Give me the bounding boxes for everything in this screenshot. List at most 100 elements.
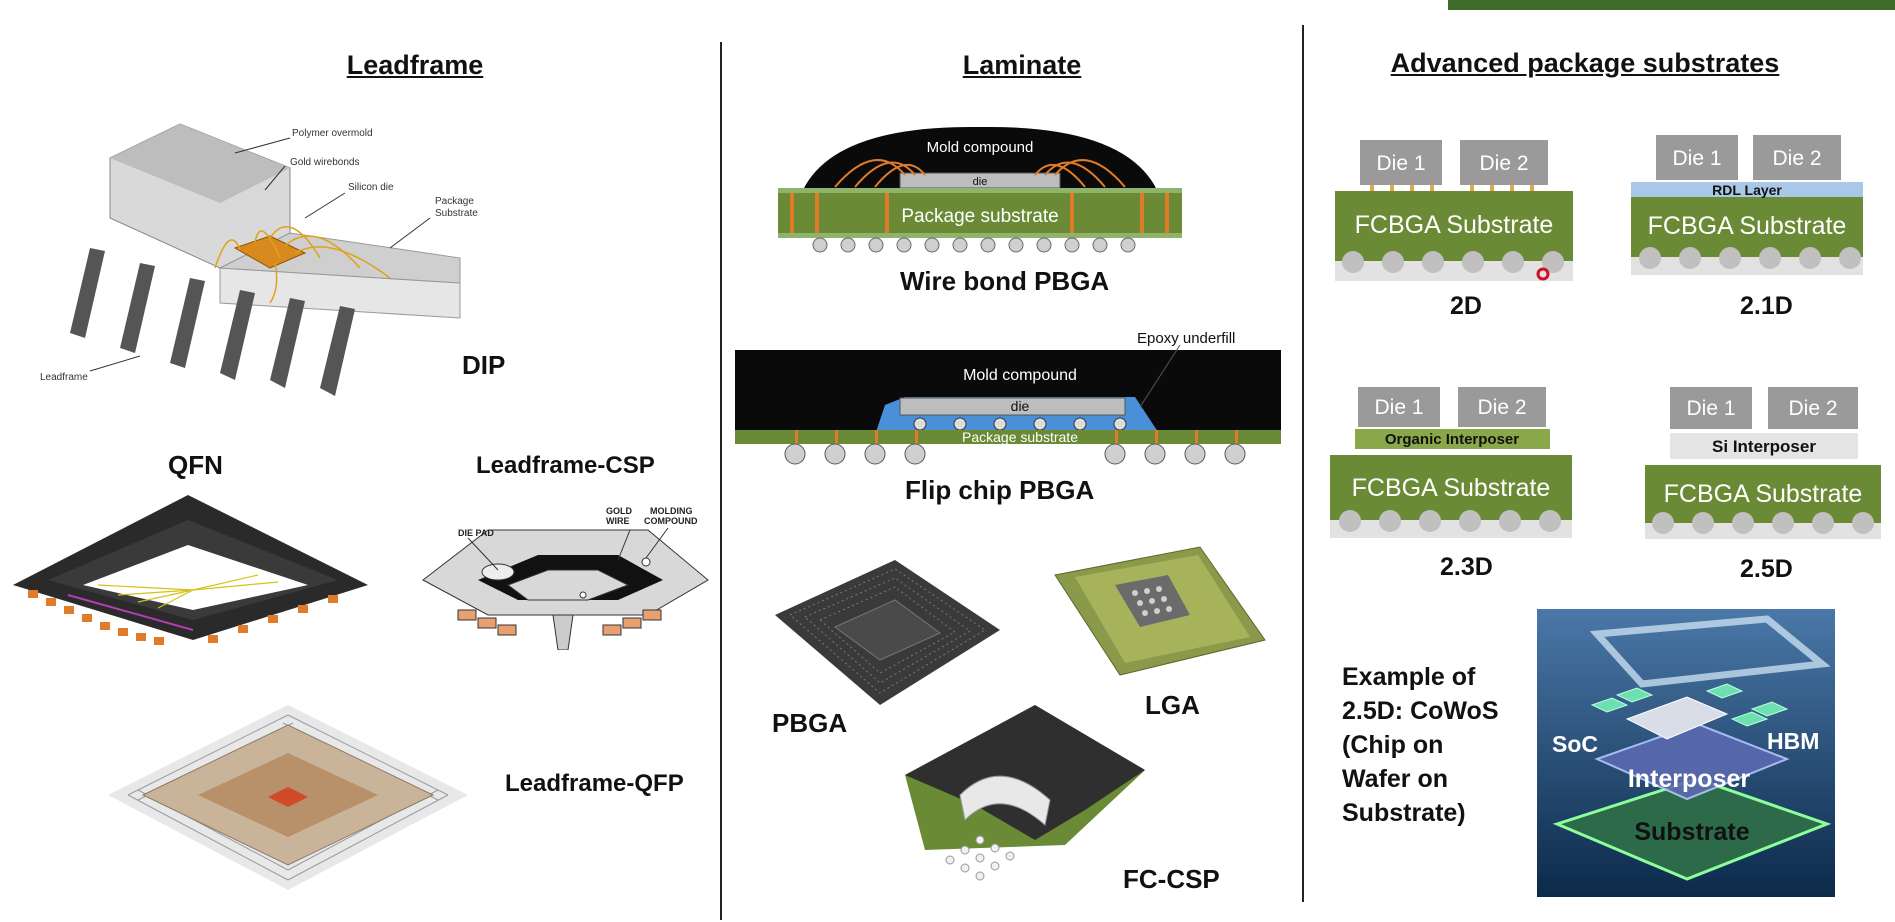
dip-callout-leadframe: Leadframe [40, 372, 88, 383]
adv-25d-si-label: Si Interposer [1712, 437, 1816, 456]
label-dip: DIP [462, 350, 506, 380]
wb-substrate-top [778, 188, 1182, 193]
dip-callout-package: Package [435, 196, 474, 207]
qfn-pad-edge [67, 594, 194, 631]
dip-callout-line [89, 355, 141, 372]
label-wirebond-pbga: Wire bond PBGA [900, 266, 1110, 296]
example-line: Wafer on [1342, 765, 1449, 793]
cowos-substrate-layer [1552, 777, 1832, 881]
adv-2d-die2 [1460, 140, 1548, 185]
example-line: Example of [1342, 663, 1476, 691]
label-lga: LGA [1145, 690, 1200, 720]
adv-23d-die2-label: Die 2 [1477, 396, 1526, 419]
adv-23d-diagram: Die 1 Die 2 Organic Interposer FCBGA Sub… [1330, 387, 1572, 538]
wb-die-label: die [973, 176, 988, 188]
qfn-wires [97, 574, 279, 609]
fccsp-balls [945, 835, 1015, 881]
csp-callout-gold: GOLD [606, 506, 632, 516]
qfp-die [268, 787, 308, 807]
csp-molding-dot [641, 557, 651, 567]
adv-23d-die1-label: Die 1 [1374, 396, 1423, 419]
label-pbga: PBGA [772, 708, 848, 738]
fc-bumps [913, 417, 1127, 431]
pbga-ball-grid [789, 568, 986, 694]
cowos-interposer-label: Interposer [1628, 765, 1751, 793]
adv-23d-die1 [1358, 387, 1440, 427]
adv-23d-organic-label: Organic Interposer [1385, 431, 1519, 448]
label-flipchip-pbga: Flip chip PBGA [905, 475, 1095, 505]
adv-21d-rdl [1631, 182, 1863, 197]
adv-21d-die1-label: Die 1 [1672, 147, 1721, 170]
fc-die [899, 397, 1126, 416]
pbga-diagram [775, 560, 1000, 705]
example-line: (Chip on [1342, 731, 1444, 759]
adv-21d-substrate [1631, 197, 1863, 257]
adv-25d-ball-strip [1645, 523, 1881, 539]
wb-substrate [778, 188, 1182, 238]
adv-21d-die2-label: Die 2 [1772, 147, 1821, 170]
fc-substrate [735, 430, 1281, 444]
adv-2d-substrate-label: FCBGA Substrate [1355, 211, 1554, 239]
example-line: Substrate) [1342, 799, 1466, 827]
dip-callout-overmold: Polymer overmold [292, 128, 373, 139]
cursor-indicator [1536, 267, 1550, 281]
leadframe-csp-diagram: DIE PAD GOLD WIRE MOLDING COMPOUND [422, 506, 709, 650]
dip-leads [70, 248, 355, 396]
wb-wires [834, 159, 1126, 188]
csp-leads [457, 609, 662, 636]
label-qfn: QFN [168, 450, 223, 480]
adv-25d-die2 [1768, 387, 1858, 429]
adv-21d-die2 [1753, 135, 1841, 180]
cowos-soc-label: SoC [1552, 731, 1598, 757]
cowos-soc [1625, 696, 1729, 740]
adv-25d-diagram: Die 1 Die 2 Si Interposer FCBGA Substrat… [1645, 387, 1881, 539]
cowos-hbm-stacks [1590, 683, 1789, 727]
csp-callout-line [617, 529, 631, 561]
cowos-example-text: Example of 2.5D: CoWoS (Chip on Wafer on… [1342, 660, 1499, 830]
top-right-bar [1448, 0, 1895, 10]
adv-25d-substrate-label: FCBGA Substrate [1664, 480, 1863, 508]
dip-silicon-die [233, 235, 307, 269]
csp-die-pad-hole [481, 563, 515, 581]
fc-underfill-label: Epoxy underfill [1137, 330, 1235, 347]
dip-diagram: Polymer overmold Gold wirebonds Silicon … [40, 123, 478, 396]
csp-callout-line [645, 527, 669, 559]
adv-21d-diagram: Die 1 Die 2 RDL Layer FCBGA Substrate [1631, 135, 1863, 275]
adv-2d-microbumps [1370, 185, 1534, 191]
dip-gold-wires [214, 226, 391, 304]
lga-diagram [1054, 546, 1266, 676]
adv-25d-substrate [1645, 465, 1881, 523]
fc-die-label: die [1011, 398, 1030, 414]
pbga-center [834, 599, 941, 661]
adv-2d-substrate [1335, 191, 1573, 261]
wb-substrate-label: Package substrate [901, 206, 1058, 227]
adv-2d-die2-label: Die 2 [1479, 152, 1528, 175]
wb-vias [790, 193, 1169, 233]
qfn-pads [28, 590, 338, 645]
flipchip-pbga-diagram: Mold compound die Package substrate Epox… [735, 330, 1281, 465]
fc-substrate-label: Package substrate [962, 429, 1078, 445]
qfn-diagram [13, 495, 368, 645]
lga-center-pads [1132, 586, 1172, 616]
fc-vias [795, 430, 1238, 444]
label-25d: 2.5D [1740, 555, 1793, 583]
cowos-hbm-label: HBM [1767, 728, 1819, 754]
csp-die-pad [506, 569, 630, 601]
dip-callout-wirebonds: Gold wirebonds [290, 157, 359, 168]
label-2d: 2D [1450, 292, 1482, 320]
label-21d: 2.1D [1740, 292, 1793, 320]
adv-23d-substrate [1330, 455, 1572, 520]
divider-right [1302, 25, 1304, 902]
label-leadframe-qfp: Leadframe-QFP [505, 770, 684, 797]
adv-25d-balls [1652, 512, 1874, 534]
adv-25d-si-interposer [1670, 433, 1858, 459]
adv-21d-balls [1639, 247, 1861, 269]
adv-21d-die1 [1656, 135, 1738, 180]
wb-substrate-bottom [778, 233, 1182, 238]
dip-callout-substrate: Substrate [435, 208, 478, 219]
csp-wire-dot [579, 591, 587, 599]
fc-balls [784, 443, 1246, 465]
csp-callout-molding: MOLDING [650, 506, 693, 516]
dip-callout-line [389, 217, 431, 249]
dip-body-top [110, 124, 290, 203]
